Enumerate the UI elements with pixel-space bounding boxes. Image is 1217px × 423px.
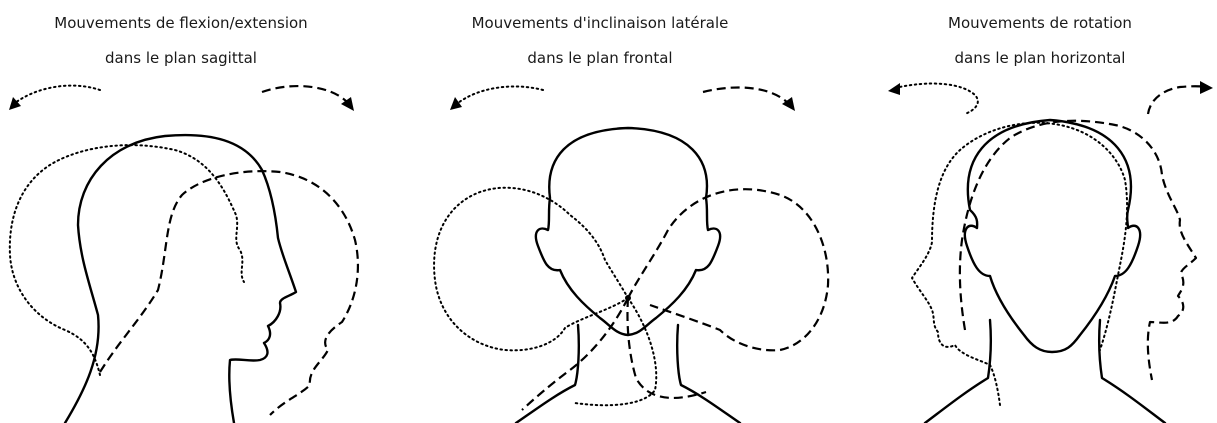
- panel-lateral-inclination: [433, 85, 830, 423]
- panel-rotation: [888, 81, 1213, 423]
- flexion-arrowhead-icon: [341, 97, 354, 111]
- panel-title-flexion-extension: Mouvements de flexion/extension dans le …: [1, 6, 361, 76]
- neck-left-line: [923, 318, 993, 423]
- head-rotated-right-outline: [958, 119, 1198, 381]
- panel-flexion-extension: [8, 84, 360, 423]
- panel-title-rotation: Mouvements de rotation dans le plan hori…: [860, 6, 1217, 76]
- flexion-arrow-dashed: [261, 84, 349, 104]
- neck-left-line: [514, 323, 580, 423]
- head-front-left-tilt-outline: [433, 186, 658, 407]
- right-inclination-arrow-dashed: [702, 86, 789, 104]
- panel-title-line1: Mouvements d'inclinaison latérale: [471, 14, 729, 32]
- head-front-neutral-outline: [534, 126, 722, 337]
- left-inclination-arrowhead-icon: [450, 97, 462, 110]
- right-rotation-arrowhead-icon: [1200, 81, 1213, 94]
- head-rotated-left-outline: [911, 121, 1129, 406]
- head-front-neutral-outline: [963, 118, 1142, 354]
- neck-right-line: [676, 323, 742, 423]
- panel-title-line1: Mouvements de rotation: [948, 14, 1132, 32]
- panel-title-line2: dans le plan sagittal: [105, 49, 257, 67]
- panel-title-line2: dans le plan horizontal: [954, 49, 1126, 67]
- neck-right-line: [1097, 318, 1167, 423]
- head-profile-extension-outline: [8, 144, 245, 376]
- head-profile-flexion-outline: [99, 170, 360, 416]
- head-front-right-tilt-outline: [521, 188, 830, 411]
- extension-arrowhead-icon: [9, 97, 21, 110]
- panel-title-lateral-inclination: Mouvements d'inclinaison latérale dans l…: [420, 6, 780, 76]
- panel-title-line2: dans le plan frontal: [527, 49, 673, 67]
- left-inclination-arrow-dotted: [457, 85, 544, 104]
- right-rotation-arrow-dashed: [1146, 85, 1206, 115]
- extension-arrow-dotted: [14, 84, 101, 104]
- panel-title-line1: Mouvements de flexion/extension: [54, 14, 308, 32]
- left-rotation-arrow-dotted: [894, 82, 979, 115]
- left-rotation-arrowhead-icon: [888, 83, 900, 95]
- pivot-point-icon: [625, 295, 631, 301]
- head-profile-neutral-outline: [63, 133, 298, 423]
- right-inclination-arrowhead-icon: [782, 97, 795, 111]
